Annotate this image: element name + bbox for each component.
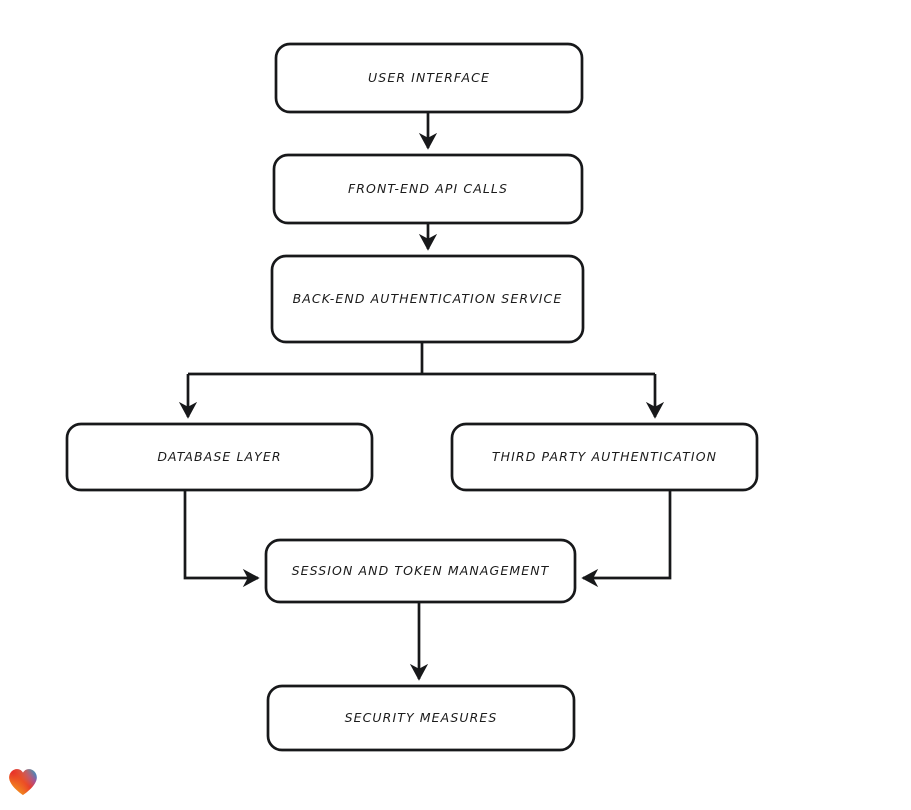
node-front-end-api-calls[interactable] [272, 153, 584, 225]
node-database-layer[interactable] [65, 422, 374, 492]
node-security-measures[interactable] [266, 684, 576, 752]
edge-third-party-to-session [581, 490, 672, 588]
node-user-interface[interactable] [274, 42, 584, 114]
node-session-and-token-management[interactable] [264, 538, 577, 604]
node-shapes [65, 42, 759, 752]
node-third-party-authentication[interactable] [450, 422, 759, 492]
edges [178, 112, 672, 681]
edge-database-to-session [183, 490, 260, 588]
node-back-end-authentication-service[interactable] [270, 254, 585, 344]
heart-icon-wrapper [8, 768, 38, 796]
heart-icon [9, 769, 37, 796]
